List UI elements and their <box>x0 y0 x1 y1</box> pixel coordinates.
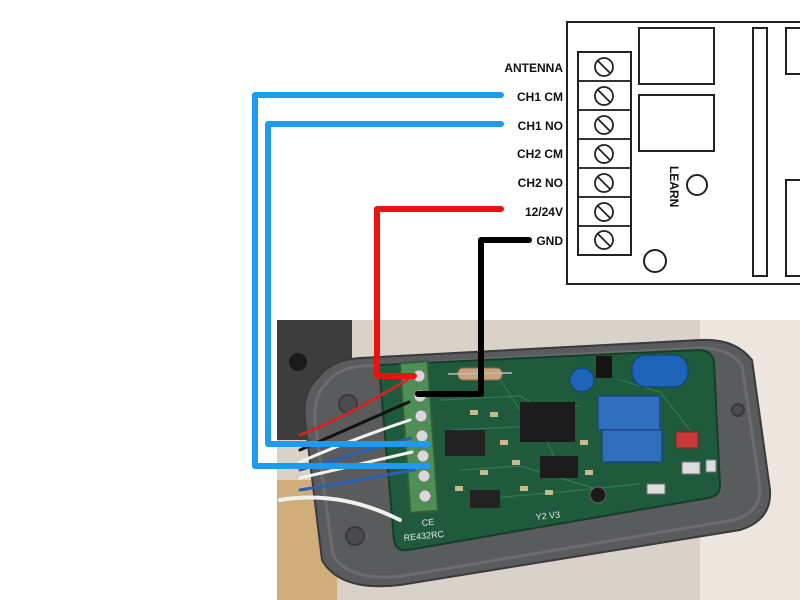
ic-chip-1 <box>520 402 575 442</box>
enclosure-screw-left-bottom <box>345 526 365 546</box>
terminal-screw <box>577 225 632 256</box>
terminal-label-power: 12/24V <box>525 205 563 219</box>
relay-2 <box>638 94 715 152</box>
board-model-label: RE432RC <box>403 529 445 543</box>
terminal-label-gnd: GND <box>536 234 563 248</box>
wire-gnd <box>415 237 532 397</box>
wire-power <box>374 206 504 379</box>
wire-ch1-no <box>265 121 504 447</box>
receiver-schematic: LEARN ANTENNA CH1 CM CH1 NO CH2 CM CH2 N… <box>504 21 800 285</box>
capacitor-tiny <box>589 486 607 504</box>
wire-ch1-cm <box>252 92 504 469</box>
capacitor-large <box>631 354 689 388</box>
pcb-relay-2 <box>601 429 663 463</box>
remote-board-photo: RE432RC CE Y2 V3 <box>277 320 800 600</box>
mounting-hole <box>643 249 667 273</box>
divider-bar <box>752 27 768 277</box>
right-component-top <box>785 27 800 75</box>
right-component-bottom <box>785 179 800 277</box>
overlay-wires <box>252 92 532 469</box>
enclosure-screw-right <box>731 403 745 417</box>
terminal-label-ch2-no: CH2 NO <box>518 176 563 190</box>
terminal-screw <box>577 138 632 169</box>
ic-chip-4 <box>470 490 500 508</box>
terminal-screws <box>577 51 632 256</box>
wall-mount-hole <box>289 353 307 371</box>
terminal-screw <box>577 196 632 227</box>
terminal-label-antenna: ANTENNA <box>504 61 563 75</box>
push-button-1 <box>681 461 701 475</box>
pcb-terminal-screws <box>412 369 432 503</box>
enclosure-rim <box>313 346 762 579</box>
smd-components <box>455 410 593 495</box>
terminal-label-ch1-cm: CH1 CM <box>517 90 563 104</box>
ic-chip-3 <box>540 456 578 478</box>
board-ce-mark: CE <box>421 517 434 528</box>
red-connector <box>675 431 699 449</box>
terminal-screw <box>577 51 632 82</box>
ic-chip-2 <box>445 430 485 456</box>
jumper-header <box>596 356 612 378</box>
terminal-label-ch1-no: CH1 NO <box>518 119 563 133</box>
board-version-label: Y2 V3 <box>535 509 560 522</box>
pcb-relay-1 <box>597 395 661 431</box>
relay-1 <box>638 27 715 85</box>
push-button-3 <box>705 459 717 473</box>
learn-button <box>686 174 708 196</box>
learn-label: LEARN <box>667 166 681 207</box>
capacitor-small <box>569 367 595 393</box>
push-button-2 <box>646 483 666 495</box>
terminal-label-ch2-cm: CH2 CM <box>517 147 563 161</box>
